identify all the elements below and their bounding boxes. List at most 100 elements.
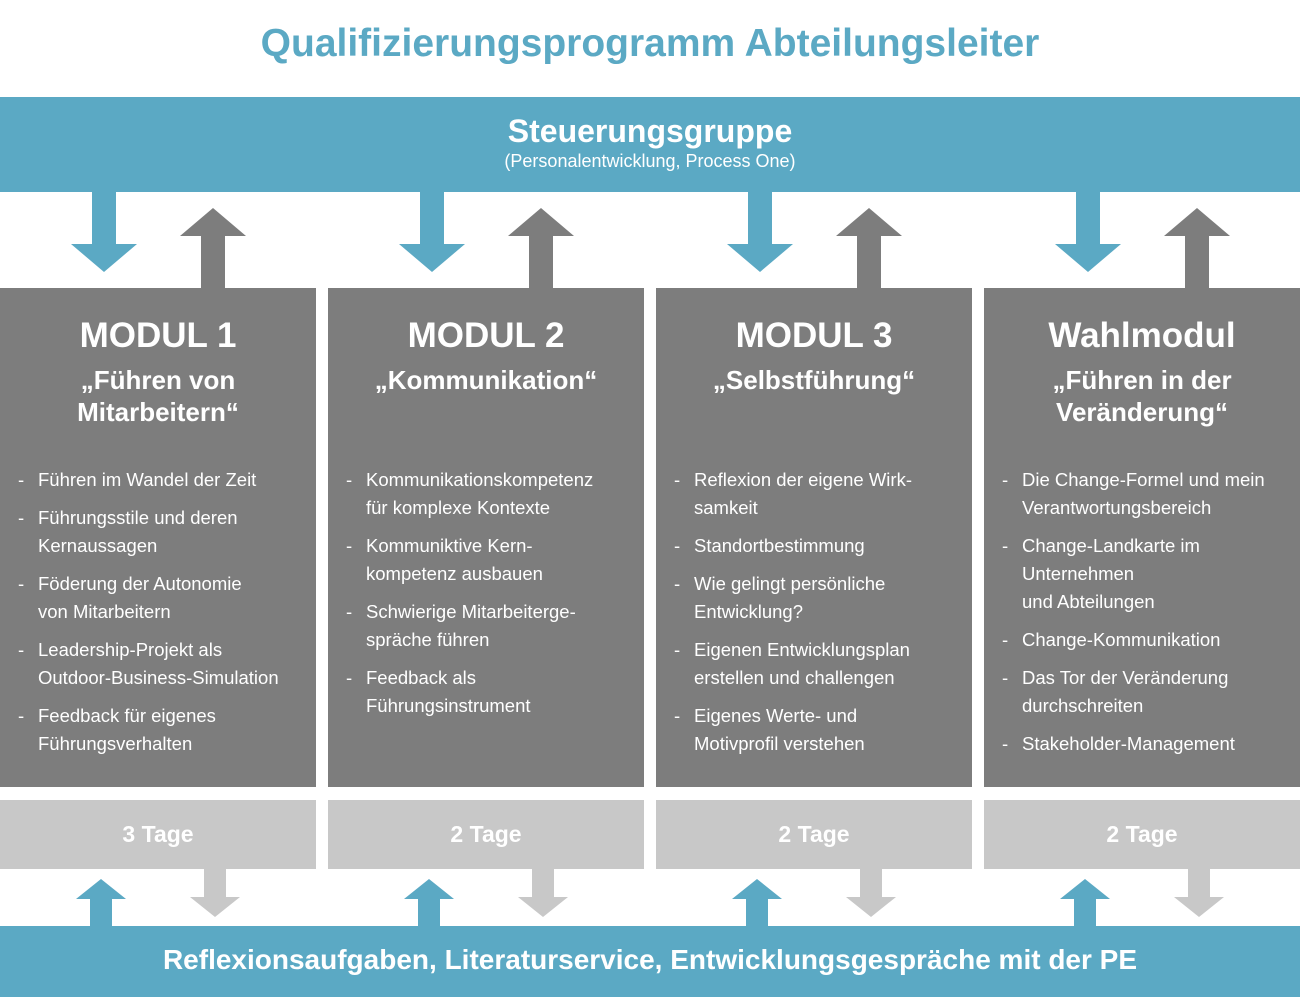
- arrow-down-icon: [727, 192, 793, 272]
- list-item-text: Kommuniktive Kern- kompetenz ausbauen: [366, 535, 543, 584]
- module-topic: „Führen von Mitarbeitern“: [77, 365, 239, 427]
- list-item: -Das Tor der Veränderung durchschreiten: [1002, 664, 1292, 720]
- bottom-arrows: [76, 869, 1224, 927]
- dash-bullet: -: [346, 469, 353, 490]
- dash-bullet: -: [18, 639, 25, 660]
- list-item: -Leadership-Projekt als Outdoor-Business…: [18, 636, 308, 692]
- steering-group-heading: Steuerungsgruppe: [507, 113, 793, 149]
- footer-banner: Reflexionsaufgaben, Literaturservice, En…: [0, 926, 1300, 997]
- module-duration: 2 Tage: [328, 800, 644, 869]
- steering-group-banner: Steuerungsgruppe (Personalentwicklung, P…: [0, 97, 1300, 192]
- module-topic-list: -Führen im Wandel der Zeit-Führungsstile…: [0, 466, 316, 758]
- module-topic: „Selbstführung“: [712, 365, 916, 395]
- dash-bullet: -: [674, 573, 681, 594]
- module-name: MODUL 1: [79, 316, 237, 355]
- list-item-text: Föderung der Autonomie von Mitarbeitern: [38, 573, 242, 622]
- list-item: -Die Change-Formel und mein Verantwortun…: [1002, 466, 1292, 522]
- list-item-text: Stakeholder-Management: [1022, 733, 1235, 754]
- list-item: -Reflexion der eigene Wirk- samkeit: [674, 466, 964, 522]
- dash-bullet: -: [1002, 667, 1009, 688]
- module-card: MODUL 1„Führen von Mitarbeitern“-Führen …: [0, 288, 316, 787]
- list-item-text: Führen im Wandel der Zeit: [38, 469, 257, 490]
- arrow-up-icon: [1164, 208, 1230, 288]
- module-card: Wahlmodul„Führen in der Veränderung“-Die…: [984, 288, 1300, 787]
- arrow-up-icon: [1060, 879, 1110, 927]
- list-item: -Schwierige Mitarbeiterge- spräche führe…: [346, 598, 636, 654]
- dash-bullet: -: [18, 507, 25, 528]
- top-arrows: [71, 192, 1230, 288]
- dash-bullet: -: [674, 639, 681, 660]
- list-item: -Eigenes Werte- und Motivprofil verstehe…: [674, 702, 964, 758]
- arrow-up-icon: [836, 208, 902, 288]
- arrow-down-icon: [190, 869, 240, 917]
- dash-bullet: -: [18, 469, 25, 490]
- list-item: -Stakeholder-Management: [1002, 730, 1292, 758]
- module-duration: 2 Tage: [656, 800, 972, 869]
- module-name: Wahlmodul: [1048, 316, 1236, 355]
- module-duration: 3 Tage: [0, 800, 316, 869]
- arrow-up-icon: [76, 879, 126, 927]
- arrow-down-icon: [846, 869, 896, 917]
- module-card: MODUL 3„Selbstführung“-Reflexion der eig…: [656, 288, 972, 787]
- arrow-down-icon: [518, 869, 568, 917]
- page-title: Qualifizierungsprogramm Abteilungsleiter: [260, 22, 1040, 65]
- dash-bullet: -: [346, 601, 353, 622]
- list-item-text: Standortbestimmung: [694, 535, 865, 556]
- dash-bullet: -: [674, 535, 681, 556]
- list-item: -Kommunikationskompetenz für komplexe Ko…: [346, 466, 636, 522]
- list-item: -Change-Landkarte im Unternehmen und Abt…: [1002, 532, 1292, 616]
- module-topic: „Kommunikation“: [374, 365, 598, 395]
- list-item: -Feedback für eigenes Führungsverhalten: [18, 702, 308, 758]
- arrow-up-icon: [732, 879, 782, 927]
- list-item: -Führungsstile und deren Kernaussagen: [18, 504, 308, 560]
- list-item-text: Feedback als Führungsinstrument: [366, 667, 531, 716]
- dash-bullet: -: [18, 705, 25, 726]
- list-item: -Change-Kommunikation: [1002, 626, 1292, 654]
- list-item-text: Wie gelingt persönliche Entwicklung?: [694, 573, 886, 622]
- dash-bullet: -: [674, 469, 681, 490]
- dash-bullet: -: [18, 573, 25, 594]
- modules-row: MODUL 1„Führen von Mitarbeitern“-Führen …: [0, 288, 1300, 788]
- arrow-down-icon: [399, 192, 465, 272]
- dash-bullet: -: [1002, 469, 1009, 490]
- dash-bullet: -: [674, 705, 681, 726]
- dash-bullet: -: [1002, 629, 1009, 650]
- arrow-up-icon: [404, 879, 454, 927]
- arrow-down-icon: [71, 192, 137, 272]
- list-item-text: Kommunikationskompetenz für komplexe Kon…: [366, 469, 594, 518]
- list-item-text: Eigenes Werte- und Motivprofil verstehen: [694, 705, 865, 754]
- list-item-text: Das Tor der Veränderung durchschreiten: [1022, 667, 1229, 716]
- list-item-text: Change-Landkarte im Unternehmen und Abte…: [1022, 535, 1200, 612]
- list-item: -Kommuniktive Kern- kompetenz ausbauen: [346, 532, 636, 588]
- dash-bullet: -: [1002, 733, 1009, 754]
- list-item-text: Die Change-Formel und mein Verantwortung…: [1022, 469, 1265, 518]
- module-name: MODUL 3: [735, 316, 893, 355]
- list-item: -Wie gelingt persönliche Entwicklung?: [674, 570, 964, 626]
- list-item: -Standortbestimmung: [674, 532, 964, 560]
- dash-bullet: -: [346, 667, 353, 688]
- steering-group-subheading: (Personalentwicklung, Process One): [504, 151, 796, 171]
- list-item-text: Reflexion der eigene Wirk- samkeit: [694, 469, 912, 518]
- module-card: MODUL 2„Kommunikation“-Kommunikationskom…: [328, 288, 644, 787]
- list-item-text: Leadership-Projekt als Outdoor-Business-…: [38, 639, 279, 688]
- list-item: -Föderung der Autonomie von Mitarbeitern: [18, 570, 308, 626]
- list-item-text: Schwierige Mitarbeiterge- spräche führen: [366, 601, 576, 650]
- module-topic-list: -Reflexion der eigene Wirk- samkeit-Stan…: [656, 466, 972, 758]
- list-item: -Führen im Wandel der Zeit: [18, 466, 308, 494]
- dash-bullet: -: [346, 535, 353, 556]
- module-topic: „Führen in der Veränderung“: [1052, 365, 1232, 427]
- list-item: -Eigenen Entwicklungsplan erstellen und …: [674, 636, 964, 692]
- module-name: MODUL 2: [407, 316, 565, 355]
- module-topic-list: -Die Change-Formel und mein Verantwortun…: [984, 466, 1300, 758]
- module-duration: 2 Tage: [984, 800, 1300, 869]
- dash-bullet: -: [1002, 535, 1009, 556]
- module-topic-list: -Kommunikationskompetenz für komplexe Ko…: [328, 466, 644, 720]
- arrow-down-icon: [1174, 869, 1224, 917]
- list-item-text: Führungsstile und deren Kernaussagen: [38, 507, 238, 556]
- arrow-up-icon: [508, 208, 574, 288]
- list-item-text: Change-Kommunikation: [1022, 629, 1221, 650]
- arrow-up-icon: [180, 208, 246, 288]
- list-item-text: Feedback für eigenes Führungsverhalten: [38, 705, 216, 754]
- arrow-down-icon: [1055, 192, 1121, 272]
- list-item-text: Eigenen Entwicklungsplan erstellen und c…: [694, 639, 910, 688]
